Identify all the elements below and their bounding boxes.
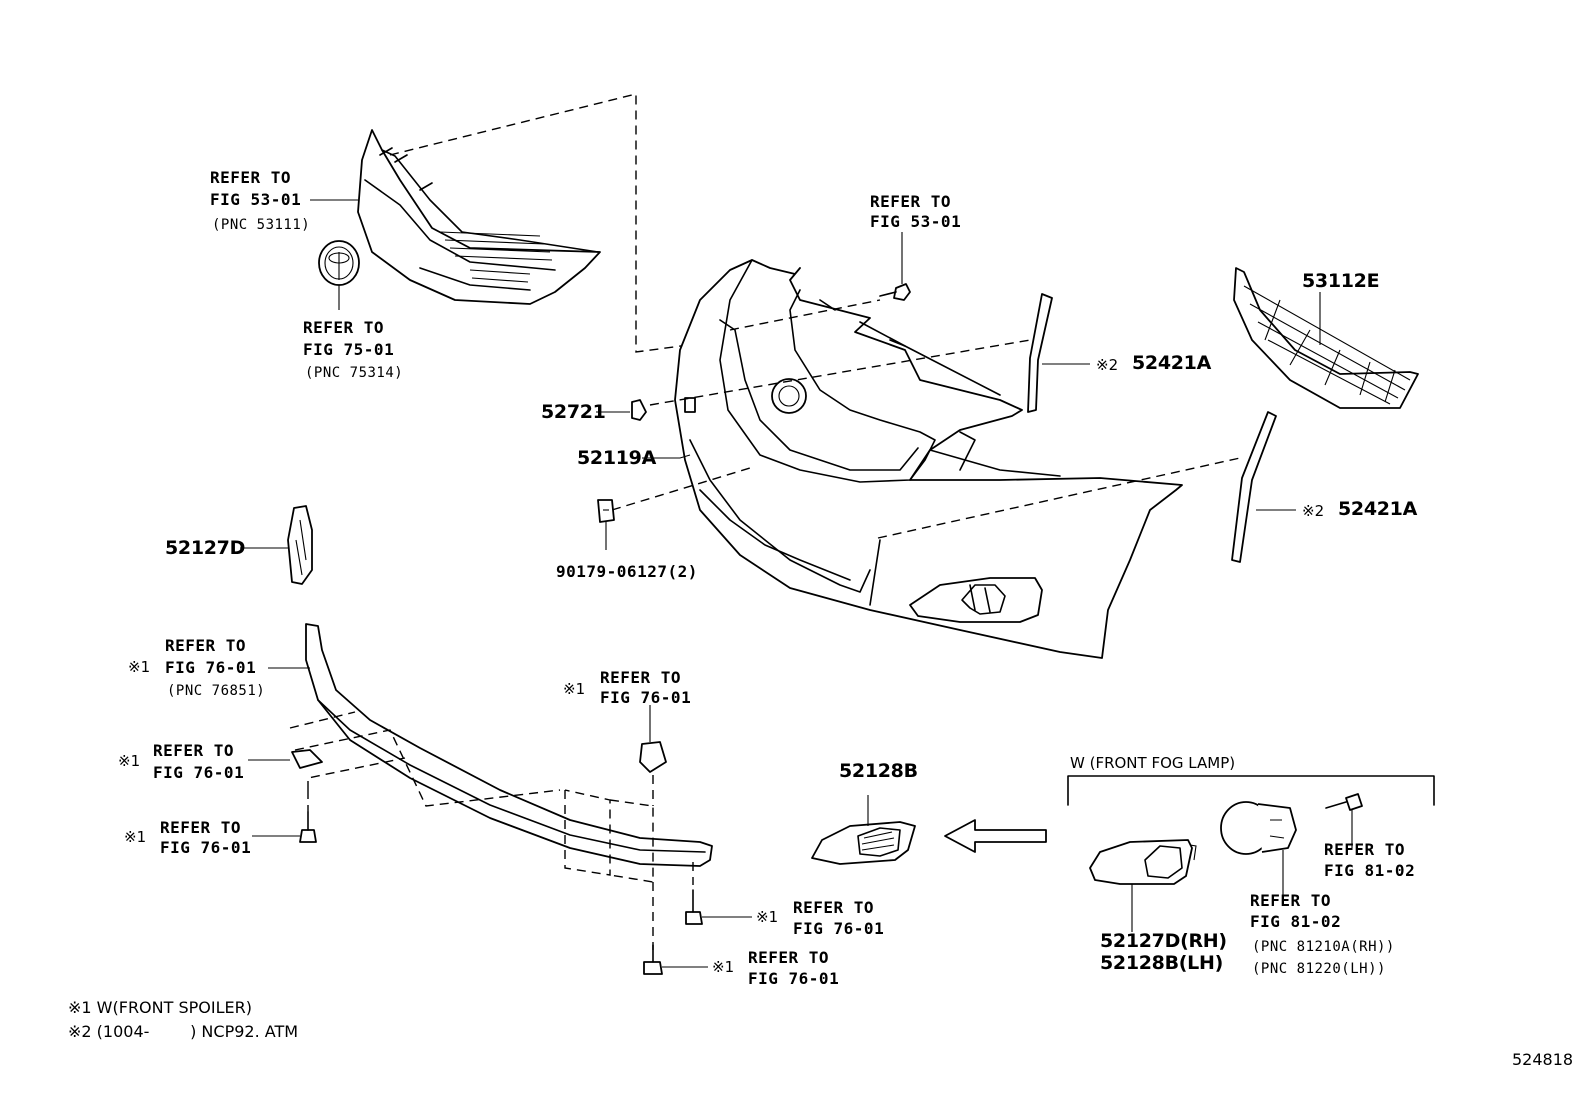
clip-right-ref-line2: FIG 76-01 [600, 688, 692, 707]
fog-lamp [1220, 801, 1297, 900]
part-number-52128b-lh: 52128B(LH) [1100, 952, 1223, 974]
emblem-ref-line1: REFER TO [303, 318, 385, 337]
screw-left-ref-line2: FIG 76-01 [160, 838, 252, 857]
fog-lamp-screw [1325, 793, 1363, 848]
spoiler-mark-1: ※1 [128, 658, 151, 676]
screw-left-mark-1: ※1 [124, 828, 147, 846]
spoiler-pnc: (PNC 76851) [167, 683, 266, 699]
mark-2-lower: ※2 [1302, 502, 1325, 520]
fog-lamp-group-bracket [1067, 775, 1435, 806]
fog-screw-ref-line1: REFER TO [1324, 840, 1406, 859]
part-52721-clip [596, 399, 647, 421]
screw-mid-mark-1: ※1 [756, 908, 779, 926]
clip-left-mark-1: ※1 [118, 752, 141, 770]
fog-lamp-ref-line2: FIG 81-02 [1250, 912, 1342, 931]
mark-2-upper: ※2 [1096, 356, 1119, 374]
grille-ref-line1: REFER TO [210, 168, 292, 187]
part-52421a-lower [1231, 411, 1296, 563]
clip-left-ref-line2: FIG 76-01 [153, 763, 245, 782]
part-53112e-lower-grille [1233, 267, 1419, 409]
radiator-grille [357, 129, 601, 305]
part-number-52421a-lower: 52421A [1338, 498, 1418, 520]
arrow-left [944, 819, 1047, 853]
fog-lamp-pnc-rh: (PNC 81210A(RH)) [1252, 939, 1395, 955]
part-number-52127d: 52127D [165, 537, 246, 559]
part-52127d-bracket [240, 505, 313, 585]
emblem-ref-line2: FIG 75-01 [303, 340, 395, 359]
screw-mid-ref-line1: REFER TO [793, 898, 875, 917]
part-52128b-cover [811, 795, 916, 865]
emblem [318, 240, 360, 310]
fog-lamp-group-title: W (FRONT FOG LAMP) [1070, 754, 1236, 772]
spoiler-screw-mid [685, 889, 752, 925]
bolt-top-ref-line2: FIG 53-01 [870, 212, 962, 231]
figure-id: 524818 [1512, 1050, 1574, 1069]
part-number-90179: 90179-06127(2) [556, 562, 698, 581]
part-number-53112e: 53112E [1302, 270, 1380, 292]
fog-cover-variant [1089, 839, 1197, 932]
spoiler-clip-left [248, 749, 323, 769]
footnote-1: ※1 W(FRONT SPOILER) [68, 998, 252, 1017]
spoiler-ref-line2: FIG 76-01 [165, 658, 257, 677]
screw-low-ref-line1: REFER TO [748, 948, 830, 967]
clip-left-ref-line1: REFER TO [153, 741, 235, 760]
fog-lamp-ref-line1: REFER TO [1250, 891, 1332, 910]
bolt-top-ref-line1: REFER TO [870, 192, 952, 211]
bumper-bolt [879, 232, 911, 301]
part-52421a-upper [1027, 293, 1090, 413]
emblem-pnc: (PNC 75314) [305, 365, 404, 381]
footnote-2: ※2 (1004- ) NCP92. ATM [68, 1022, 299, 1041]
fog-screw-ref-line2: FIG 81-02 [1324, 861, 1416, 880]
front-spoiler [268, 623, 713, 867]
bumper-cover [674, 259, 1183, 659]
clip-right-mark-1: ※1 [563, 680, 586, 698]
part-90179-retainer [597, 499, 615, 550]
screw-mid-ref-line2: FIG 76-01 [793, 919, 885, 938]
spoiler-clip-right [639, 705, 667, 773]
part-number-52128b: 52128B [839, 760, 918, 782]
grille-pnc: (PNC 53111) [212, 217, 311, 233]
screw-low-ref-line2: FIG 76-01 [748, 969, 840, 988]
screw-low-mark-1: ※1 [712, 958, 735, 976]
part-number-52127d-rh: 52127D(RH) [1100, 930, 1227, 952]
grille-ref-line2: FIG 53-01 [210, 190, 302, 209]
part-number-52721: 52721 [541, 401, 606, 423]
clip-right-ref-line1: REFER TO [600, 668, 682, 687]
part-number-52421a-upper: 52421A [1132, 352, 1212, 374]
part-number-52119a: 52119A [577, 447, 657, 469]
fog-lamp-pnc-lh: (PNC 81220(LH)) [1252, 961, 1386, 977]
spoiler-screw-low [643, 944, 708, 975]
screw-left-ref-line1: REFER TO [160, 818, 242, 837]
spoiler-screw-left [252, 811, 317, 843]
spoiler-ref-line1: REFER TO [165, 636, 247, 655]
